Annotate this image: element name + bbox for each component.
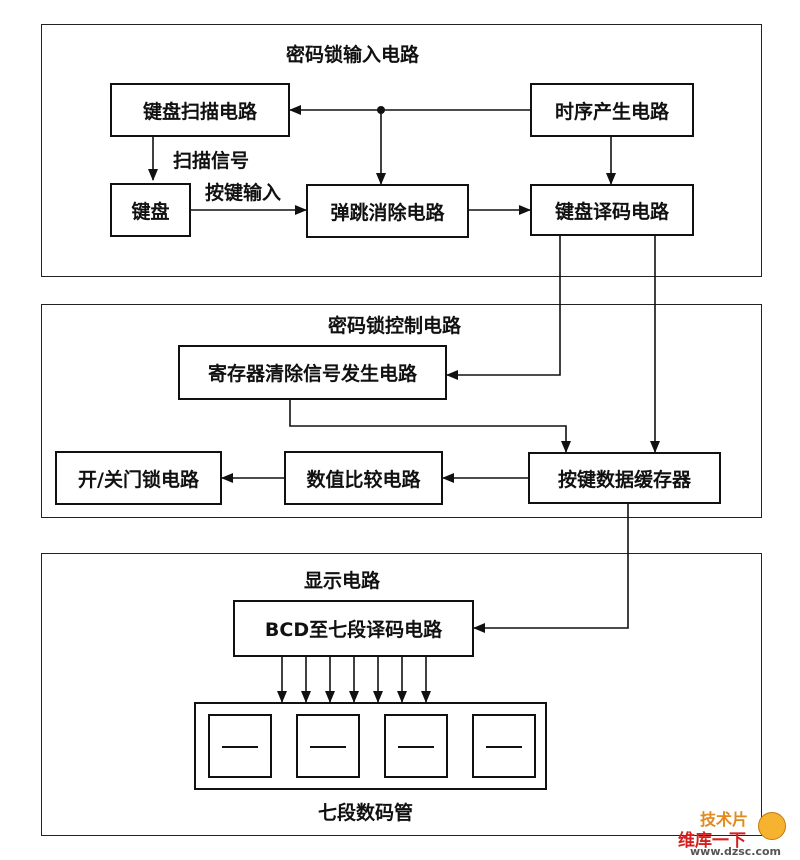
watermark-logo-text: 维库一下 [678,831,746,851]
compare-block: 数值比较电路 [284,451,443,505]
digit-3 [384,714,448,778]
display-circuit-title: 显示电路 [304,570,381,592]
junction-dot [377,106,385,114]
input-circuit-frame [41,24,762,277]
input-circuit-title: 密码锁输入电路 [286,44,420,66]
watermark-url: www.dzsc.com [690,845,782,858]
keyboard-block: 键盘 [110,183,191,237]
control-circuit-title: 密码锁控制电路 [328,315,462,337]
digit-4 [472,714,536,778]
watermark-text-top: 技术片 [700,810,749,829]
key-decode-block: 键盘译码电路 [530,184,694,236]
wire-decode-to-clear [446,236,561,380]
wire-clear-to-buffer [289,400,571,453]
segment-bar [310,746,346,748]
seven-segment-label: 七段数码管 [318,802,414,824]
digit-2 [296,714,360,778]
segment-bar [398,746,434,748]
key-buffer-block: 按键数据缓存器 [528,452,721,504]
keyboard-scan-block: 键盘扫描电路 [110,83,290,137]
timing-block: 时序产生电路 [530,83,694,137]
control-circuit-frame [41,304,762,518]
debounce-block: 弹跳消除电路 [306,184,469,238]
scan-signal-label: 扫描信号 [173,150,250,172]
segment-bar [486,746,522,748]
digit-1 [208,714,272,778]
register-clear-block: 寄存器清除信号发生电路 [178,345,447,400]
wire-buffer-to-bcd [473,504,629,633]
door-lock-block: 开/关门锁电路 [55,451,222,505]
key-input-label: 按键输入 [205,182,282,204]
display-circuit-frame [41,553,762,836]
bcd-decoder-block: BCD至七段译码电路 [233,600,474,657]
watermark-mascot-icon [758,812,786,840]
segment-bar [222,746,258,748]
